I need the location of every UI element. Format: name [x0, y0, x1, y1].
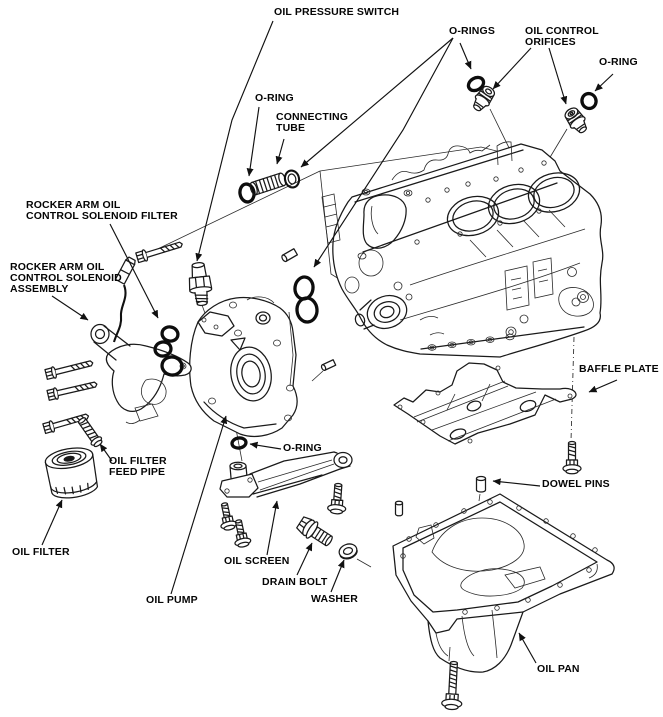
label-oil-filter: OIL FILTER — [12, 546, 70, 558]
leader-feed-pipe — [99, 443, 113, 462]
label-oil-pump: OIL PUMP — [146, 594, 198, 606]
leader-drain-bolt — [296, 542, 313, 576]
leader-washer — [330, 559, 345, 593]
label-o-rings: O-RINGS — [449, 25, 495, 37]
leader-o-ring-right — [594, 73, 614, 92]
oil-pan-drawing — [392, 493, 615, 673]
leader-solenoid-filter — [109, 223, 159, 319]
label-dowel-pins: DOWEL PINS — [542, 478, 610, 490]
label-oil-screen: OIL SCREEN — [224, 555, 290, 567]
label-washer: WASHER — [311, 593, 358, 605]
leader-o-rings-a — [459, 42, 472, 70]
leader-oil-pan — [518, 632, 537, 664]
leader-oil-filter — [41, 499, 63, 546]
label-o-ring-mid: O-RING — [283, 442, 322, 454]
leader-oil-screen — [266, 500, 280, 556]
label-o-ring-right: O-RING — [599, 56, 638, 68]
leader-o-ring-mid — [249, 441, 282, 450]
bolt-oil-pan — [441, 660, 463, 711]
leader-baffle-plate — [588, 379, 618, 393]
solenoid-filter-rings — [153, 325, 184, 377]
leader-oil-pressure-switch — [195, 20, 274, 262]
engine-block-drawing — [321, 141, 604, 358]
washer-drawing — [338, 543, 358, 560]
leader-o-rings-c — [313, 37, 454, 268]
leader-oil-pump — [170, 415, 228, 595]
dowel-pin-4 — [281, 248, 299, 263]
o-ring-2 — [580, 91, 598, 111]
bolt-solenoid-filter — [135, 241, 183, 264]
bolt-pump-1 — [220, 502, 238, 531]
oil-pump-drawing — [189, 296, 298, 438]
oil-filter-drawing — [44, 447, 99, 499]
bolt-baffle — [562, 440, 582, 475]
bolt-solenoid-1 — [44, 360, 94, 380]
drain-bolt-drawing — [296, 516, 333, 547]
leader-connecting-tube — [275, 138, 285, 165]
label-connecting-tube: CONNECTING TUBE — [276, 111, 349, 135]
oil-passage-o-rings — [293, 275, 319, 324]
oil-filter-feed-pipe-drawing — [77, 417, 103, 448]
connecting-tube-drawing — [238, 169, 301, 204]
dowel-pin-2 — [394, 500, 404, 517]
leader-orifices-a — [492, 47, 532, 90]
leader-orifices-b — [548, 47, 568, 105]
dowel-pin-1 — [475, 475, 487, 493]
label-oil-filter-feed-pipe: OIL FILTER FEED PIPE — [109, 455, 167, 479]
alignment-lines — [140, 108, 575, 662]
oil-control-orifice-1 — [473, 85, 496, 112]
oil-control-orifice-2 — [564, 107, 587, 134]
leader-o-ring-top — [246, 106, 260, 177]
label-oil-pressure-switch: OIL PRESSURE SWITCH — [274, 6, 400, 18]
dowel-pin-3 — [320, 359, 337, 371]
solenoid-assembly-drawing — [90, 256, 192, 424]
bolt-solenoid-2 — [46, 381, 98, 401]
leader-dowel-pins — [492, 478, 541, 487]
label-baffle-plate: BAFFLE PLATE — [579, 363, 659, 375]
bolt-pump-2 — [234, 519, 252, 548]
label-o-ring-top: O-RING — [255, 92, 294, 104]
label-drain-bolt: DRAIN BOLT — [262, 576, 328, 588]
label-rocker-arm-filter: ROCKER ARM OIL CONTROL SOLENOID FILTER — [26, 199, 178, 223]
label-rocker-arm-assembly: ROCKER ARM OIL CONTROL SOLENOID ASSEMBLY — [10, 261, 122, 296]
bolt-solenoid-3 — [42, 413, 90, 435]
leader-o-rings-b — [300, 37, 454, 168]
bolt-oil-screen — [327, 482, 347, 515]
oil-screen-drawing — [219, 451, 353, 498]
baffle-plate-drawing — [393, 362, 577, 445]
label-oil-control-orifices: OIL CONTROL ORIFICES — [525, 25, 599, 49]
o-ring-1 — [466, 75, 486, 93]
leader-solenoid-assembly — [51, 295, 89, 321]
o-ring-mid-drawing — [230, 436, 248, 450]
oil-pressure-switch-drawing — [188, 262, 213, 307]
label-oil-pan: OIL PAN — [537, 663, 580, 675]
